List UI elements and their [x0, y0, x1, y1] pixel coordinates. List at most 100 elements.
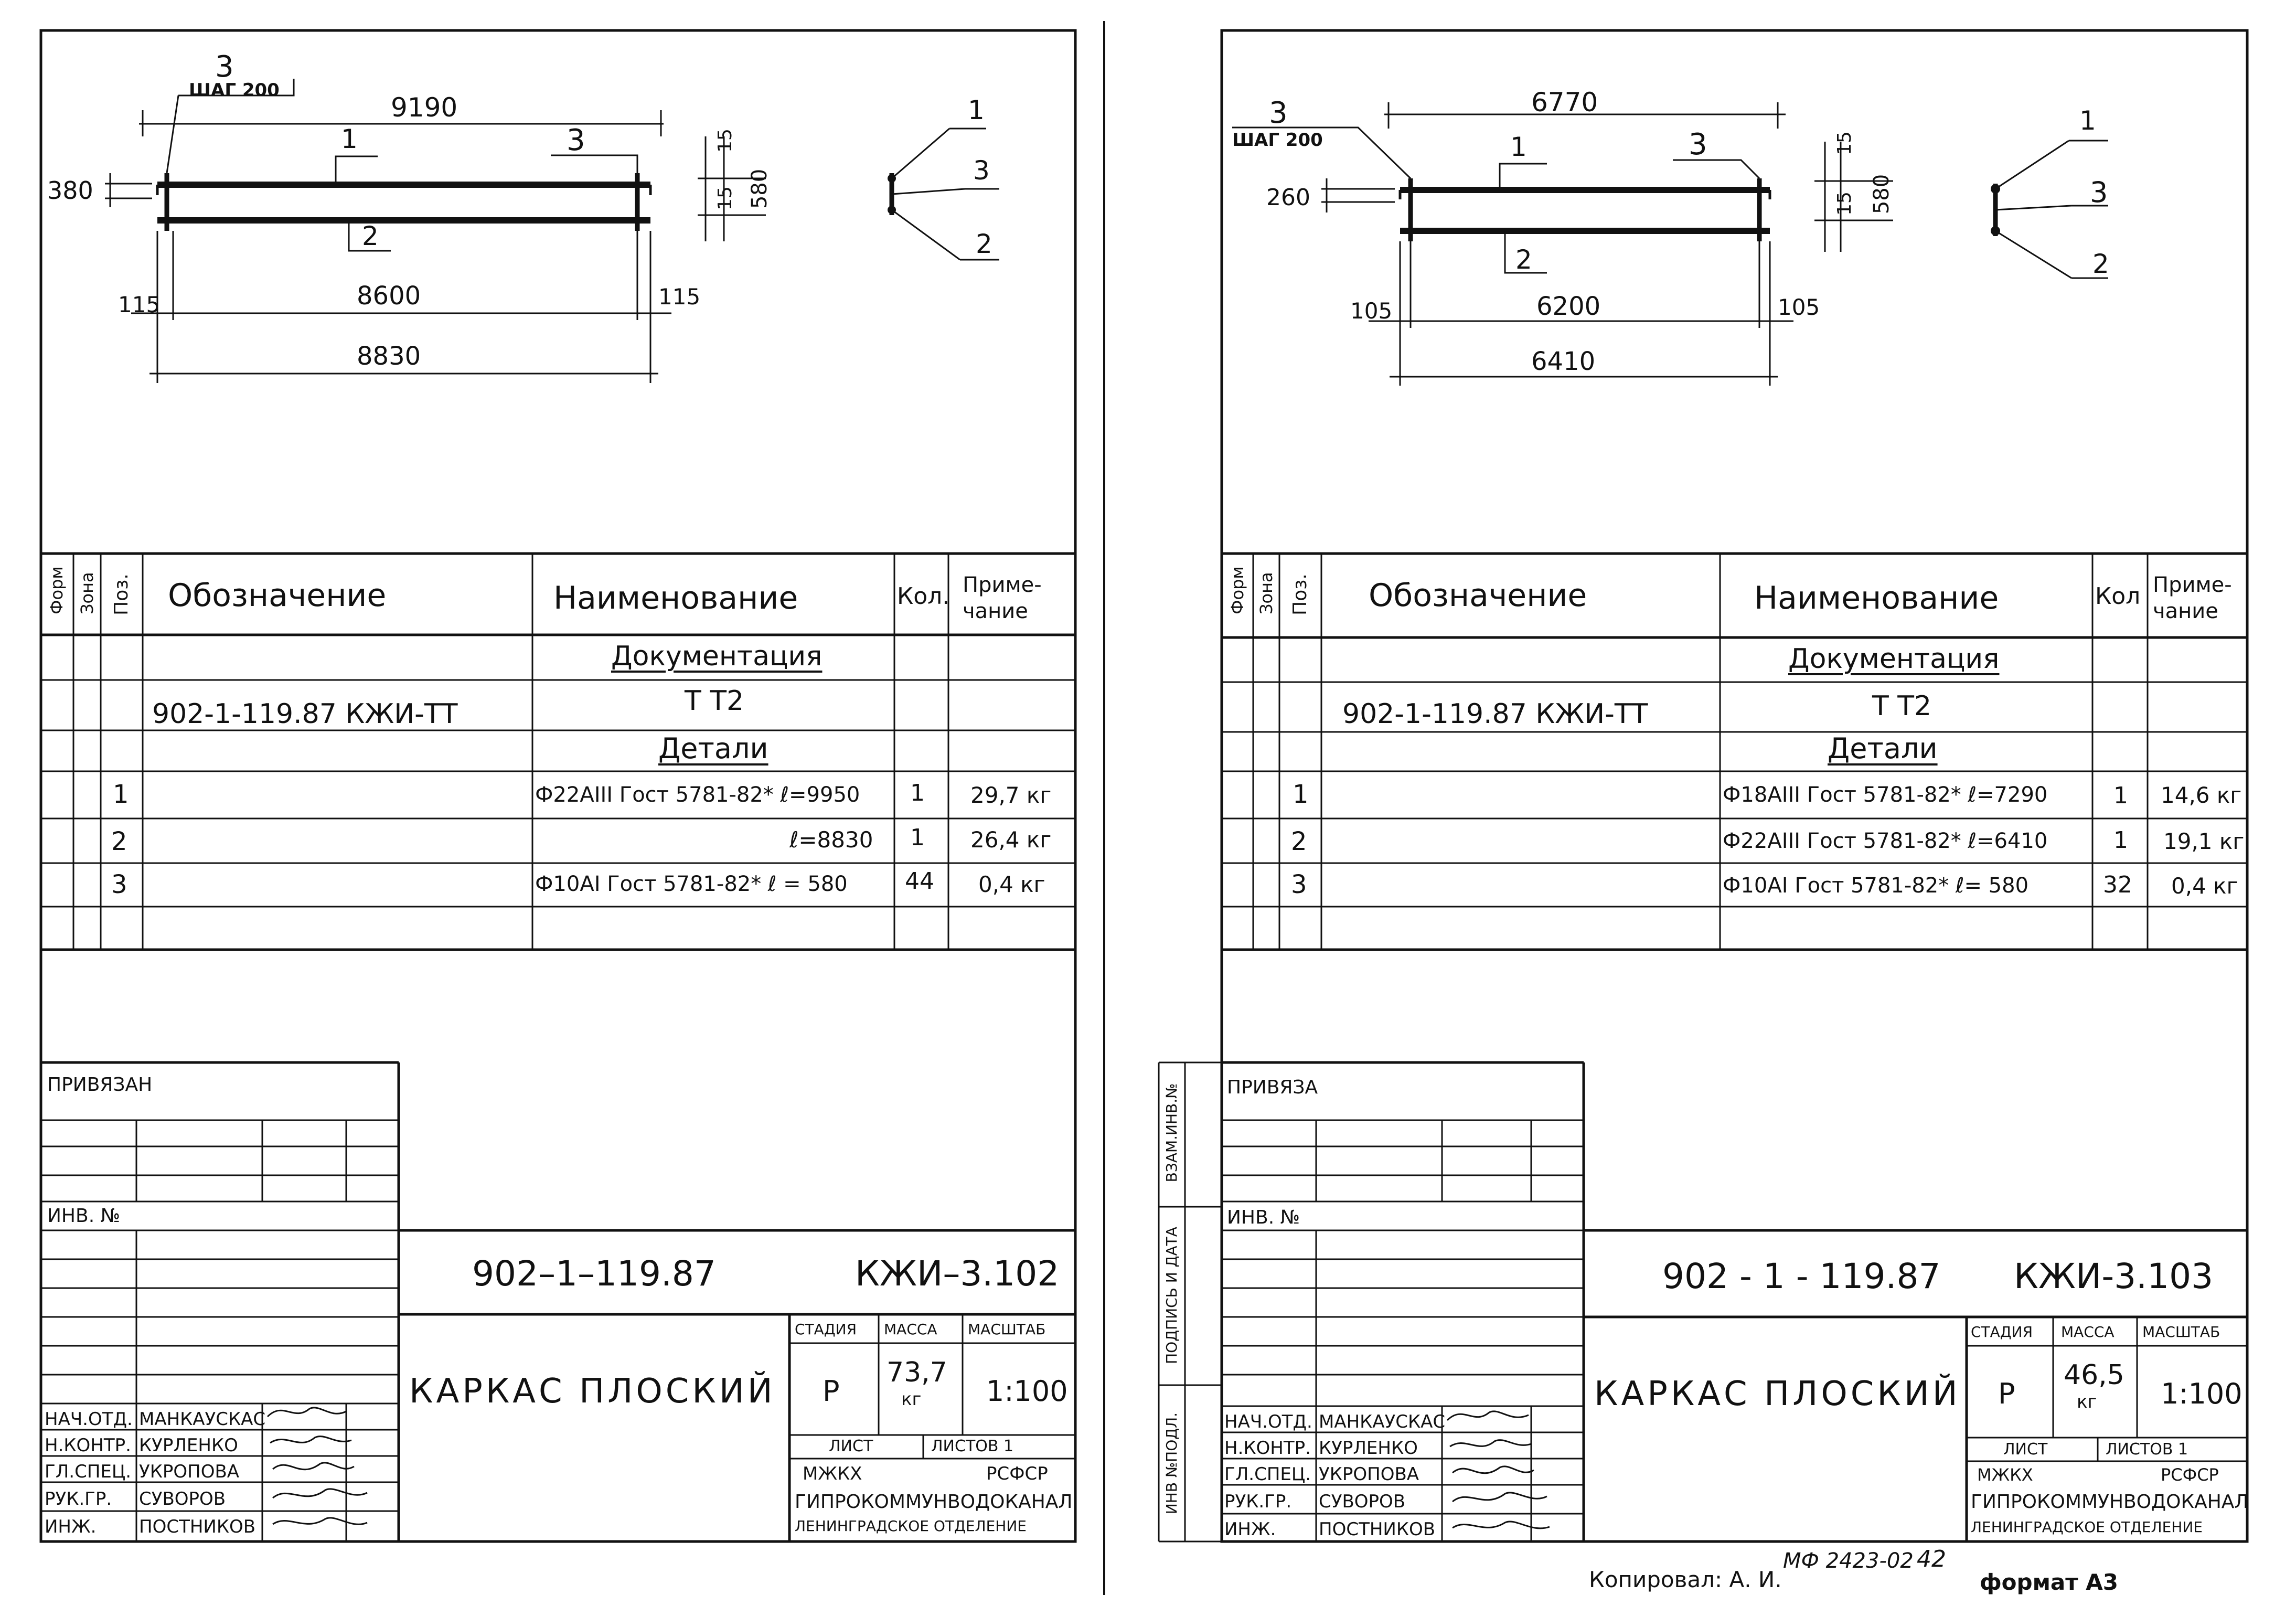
- r-row1-note: 14,6 кг: [2161, 782, 2242, 808]
- r-pos2-label: 2: [1515, 244, 1532, 275]
- org-institute: ГИПРОКОММУНВОДОКАНАЛ: [795, 1491, 1073, 1513]
- r-callout-pos3: 3: [1269, 96, 1288, 130]
- r-section-docs: Документация: [1788, 643, 2000, 675]
- r-staff-name-3: УКРОПОВА: [1319, 1464, 1419, 1485]
- r-step-label: ШАГ 200: [1232, 130, 1323, 151]
- signatures-left: [266, 1407, 368, 1525]
- r-col-pos: Поз.: [1289, 573, 1311, 615]
- staff-role-2: Н.КОНТР.: [45, 1435, 131, 1456]
- r-col-designation: Обозначение: [1369, 577, 1587, 614]
- stage-label: СТАДИЯ: [795, 1321, 857, 1338]
- r-row2-pos: 2: [1291, 827, 1307, 856]
- r-pos1-label: 1: [1510, 132, 1527, 162]
- r-side-label-3: 3: [2090, 176, 2108, 209]
- dim-height: 380: [47, 176, 93, 205]
- col-zone: Зона: [77, 572, 97, 614]
- r-staff-name-4: СУВОРОВ: [1319, 1491, 1406, 1512]
- r-doc-designation: 902-1-119.87 КЖИ-ТТ: [1342, 698, 1648, 730]
- doc-name: Т Т2: [685, 685, 744, 717]
- r-mass-value: 46,5: [2064, 1359, 2124, 1391]
- dim-15b: 15: [714, 186, 736, 210]
- page-number: 42: [1917, 1546, 1946, 1572]
- r-org-ministry: МЖКХ: [1977, 1465, 2033, 1485]
- col-qty: Кол.: [897, 583, 950, 610]
- r-dim-15a: 15: [1833, 131, 1855, 155]
- paper-format: формат А3: [1980, 1569, 2118, 1595]
- r-staff-name-5: ПОСТНИКОВ: [1319, 1519, 1436, 1540]
- row1-qty: 1: [910, 780, 925, 806]
- r-inv-no: ИНВ. №: [1227, 1207, 1300, 1228]
- staff-name-2: КУРЛЕНКО: [139, 1435, 238, 1456]
- r-row1-name: Ф18АIII Гост 5781-82* ℓ=7290: [1723, 783, 2048, 807]
- r-col-name: Наименование: [1754, 580, 1999, 616]
- row2-qty: 1: [910, 824, 925, 851]
- sheet-left: 3 ШАГ 200 9190 380 1 3 2 15 15 580 1 3 2…: [39, 29, 1077, 1543]
- r-staff-role-4: РУК.ГР.: [1224, 1491, 1292, 1512]
- doc-code: 902–1–119.87: [472, 1253, 716, 1294]
- r-row3-pos: 3: [1291, 870, 1307, 899]
- row3-note: 0,4 кг: [978, 871, 1045, 897]
- side-inv-podl: ИНВ №ПОДЛ.: [1163, 1412, 1180, 1515]
- r-sheet-label: ЛИСТ: [2003, 1440, 2048, 1459]
- r-drawing-title: КАРКАС ПЛОСКИЙ: [1594, 1375, 1961, 1413]
- r-staff-name-1: МАНКАУСКАС: [1319, 1411, 1446, 1432]
- r-dim-right: 105: [1778, 294, 1820, 320]
- r-staff-name-2: КУРЛЕНКО: [1319, 1438, 1418, 1459]
- dim-total: 8830: [357, 342, 421, 371]
- staff-role-3: ГЛ.СПЕЦ.: [45, 1461, 132, 1482]
- mass-unit: кг: [901, 1389, 922, 1410]
- r-row2-name: Ф22АIII Гост 5781-82* ℓ=6410: [1723, 829, 2048, 853]
- sheets-label: ЛИСТОВ 1: [931, 1437, 1014, 1455]
- doc-designation: 902-1-119.87 КЖИ-ТТ: [152, 698, 458, 730]
- copied-by: Копировал: А. И.: [1589, 1567, 1782, 1592]
- staff-name-4: СУВОРОВ: [139, 1489, 226, 1509]
- row1-note: 29,7 кг: [970, 782, 1052, 808]
- col-form: Форм: [47, 566, 67, 614]
- r-mass-label: МАССА: [2061, 1323, 2115, 1341]
- sheet-divider: [1103, 21, 1105, 1595]
- signatures-right: [1446, 1410, 1550, 1529]
- row2-pos: 2: [111, 827, 127, 856]
- r-pos3-label: 3: [1689, 127, 1707, 162]
- side-label-3: 3: [973, 155, 990, 186]
- r-section-details: Детали: [1828, 732, 1938, 765]
- callout-pos3: 3: [215, 50, 234, 84]
- org-republic: РСФСР: [986, 1463, 1048, 1484]
- r-doc-code: 902 - 1 - 119.87: [1662, 1256, 1941, 1296]
- r-col-zone: Зона: [1256, 572, 1276, 614]
- staff-name-3: УКРОПОВА: [139, 1461, 240, 1482]
- step-label: ШАГ 200: [189, 80, 280, 101]
- section-details: Детали: [658, 732, 768, 765]
- r-dim-15b: 15: [1833, 192, 1855, 216]
- r-col-form: Форм: [1227, 566, 1247, 614]
- r-staff-role-3: ГЛ.СПЕЦ.: [1224, 1464, 1311, 1485]
- r-staff-role-5: ИНЖ.: [1224, 1519, 1276, 1540]
- scale-label: МАСШТАБ: [968, 1321, 1046, 1338]
- inv-no: ИНВ. №: [47, 1205, 121, 1227]
- r-row2-note: 19,1 кг: [2163, 828, 2245, 854]
- drawing-title: КАРКАС ПЛОСКИЙ: [409, 1372, 776, 1411]
- side-vzam-inv: ВЗАМ.ИНВ.№: [1163, 1083, 1180, 1183]
- staff-role-4: РУК.ГР.: [45, 1489, 112, 1509]
- sheet-left-linework: [39, 29, 1077, 1543]
- r-privyazan: ПРИВЯЗА: [1227, 1077, 1318, 1098]
- r-dim-total: 6410: [1531, 347, 1596, 376]
- r-row1-qty: 1: [2113, 782, 2128, 809]
- staff-role-5: ИНЖ.: [45, 1516, 97, 1537]
- r-dim-left: 105: [1350, 298, 1393, 324]
- dim-15a: 15: [714, 129, 736, 153]
- order-number: МФ 2423-02: [1783, 1549, 1914, 1573]
- pos2-label: 2: [362, 221, 379, 251]
- r-scale-value: 1:100: [2161, 1377, 2242, 1410]
- row1-pos: 1: [113, 780, 129, 809]
- org-branch: ЛЕНИНГРАДСКОЕ ОТДЕЛЕНИЕ: [795, 1517, 1027, 1535]
- r-col-qty: Кол: [2095, 583, 2141, 610]
- staff-name-5: ПОСТНИКОВ: [139, 1516, 256, 1537]
- dim-580: 580: [747, 168, 772, 209]
- r-staff-role-1: НАЧ.ОТД.: [1224, 1411, 1312, 1432]
- r-row3-qty: 32: [2103, 871, 2132, 898]
- row2-name: ℓ=8830: [789, 827, 873, 853]
- r-stage-label: СТАДИЯ: [1971, 1323, 2033, 1341]
- r-side-label-2: 2: [2092, 249, 2109, 279]
- r-org-republic: РСФСР: [2161, 1465, 2219, 1485]
